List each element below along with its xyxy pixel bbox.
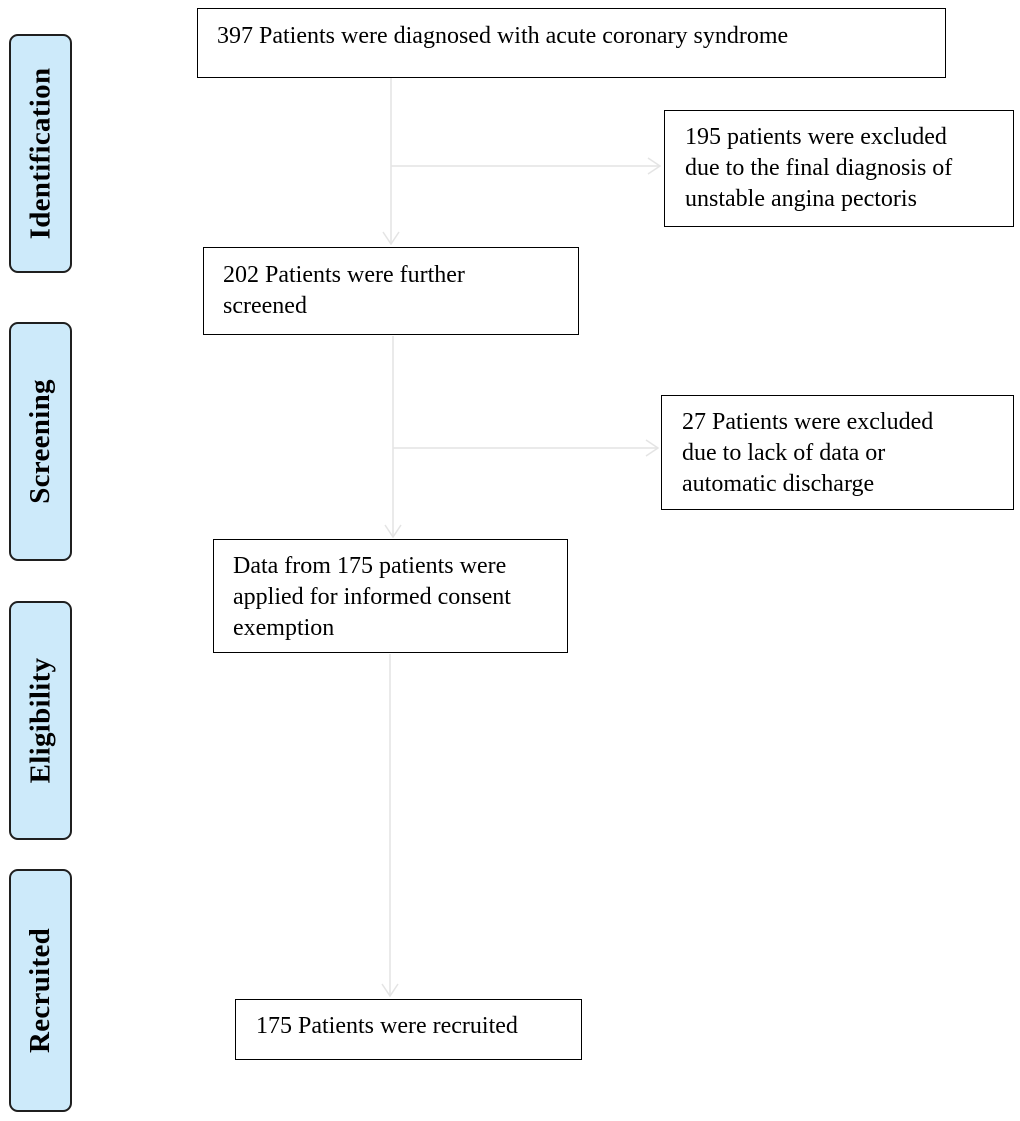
phase-identification-label: Identification — [24, 67, 57, 240]
further-screened-box: 202 Patients were further screened — [203, 247, 579, 335]
phase-screening-label: Screening — [24, 379, 57, 504]
arrowhead-to-excluded-data — [645, 439, 660, 457]
phase-eligibility-label: Eligibility — [24, 657, 56, 784]
consent-exemption-line-2: applied for informed consent — [233, 584, 511, 610]
phase-eligibility: Eligibility — [9, 601, 72, 840]
consent-exemption-line-3: exemption — [233, 615, 335, 641]
further-screened-line-2: screened — [223, 293, 307, 319]
phase-identification: Identification — [9, 34, 72, 273]
arrowhead-to-excluded-angina — [647, 157, 662, 175]
arrowhead-to-screened — [382, 231, 400, 246]
excluded-data-line-2: due to lack of data or — [682, 440, 886, 466]
excluded-angina-line-2: due to the final diagnosis of — [685, 155, 953, 181]
excluded-angina-line-1: 195 patients were excluded — [685, 124, 947, 150]
recruited-text: 175 Patients were recruited — [256, 1013, 518, 1039]
recruited-box: 175 Patients were recruited — [235, 999, 582, 1060]
excluded-data-line-3: automatic discharge — [682, 471, 875, 497]
further-screened-line-1: 202 Patients were further — [223, 262, 465, 288]
excluded-angina-line-3: unstable angina pectoris — [685, 186, 917, 212]
excluded-data-box: 27 Patients were excluded due to lack of… — [661, 395, 1014, 510]
consent-exemption-line-1: Data from 175 patients were — [233, 553, 507, 579]
excluded-angina-box: 195 patients were excluded due to the fi… — [664, 110, 1014, 227]
arrowhead-to-consent — [384, 524, 402, 539]
excluded-data-line-1: 27 Patients were excluded — [682, 409, 934, 435]
consent-exemption-box: Data from 175 patients were applied for … — [213, 539, 568, 653]
diagnosed-box: 397 Patients were diagnosed with acute c… — [197, 8, 946, 78]
diagnosed-text: 397 Patients were diagnosed with acute c… — [217, 23, 789, 49]
phase-recruited-label: Recruited — [24, 927, 57, 1054]
phase-screening: Screening — [9, 322, 72, 561]
arrowhead-to-recruited — [381, 983, 399, 998]
phase-recruited: Recruited — [9, 869, 72, 1112]
